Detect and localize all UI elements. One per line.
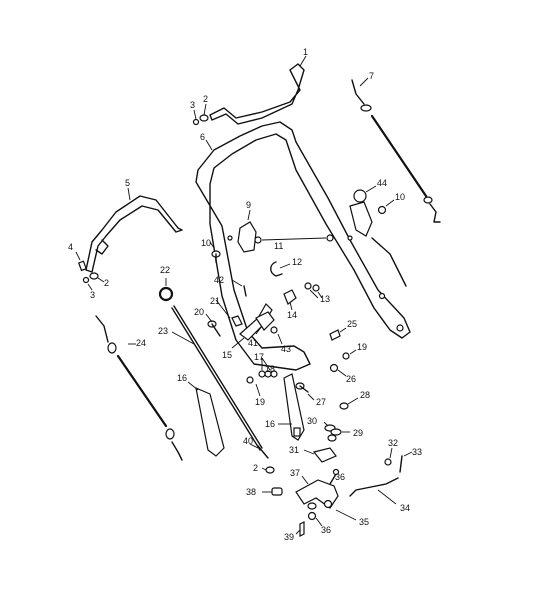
callout-36-bottom: 36 (321, 525, 331, 535)
callout-10-left: 10 (201, 238, 211, 248)
callout-16-left: 16 (177, 373, 187, 383)
callout-3-left: 3 (90, 290, 95, 300)
callout-16-right: 16 (265, 419, 275, 429)
callout-2-left: 2 (104, 278, 109, 288)
cable-bracket (237, 209, 334, 253)
callout-21: 21 (210, 296, 220, 306)
control-link-left (187, 381, 225, 457)
bolt-40 (249, 443, 275, 474)
callout-31: 31 (289, 445, 299, 455)
callout-38: 38 (246, 487, 256, 497)
callout-26: 26 (346, 374, 356, 384)
callout-33: 33 (412, 447, 422, 457)
callout-28: 28 (360, 390, 370, 400)
callout-7: 7 (369, 71, 374, 81)
callout-19-right: 19 (357, 342, 367, 352)
bracket-31 (303, 447, 337, 463)
callout-44: 44 (377, 178, 387, 188)
top-fasteners (192, 103, 209, 126)
throttle-cable (351, 77, 441, 223)
control-rod-23 (171, 305, 263, 451)
left-fasteners (75, 251, 105, 291)
callout-15: 15 (222, 350, 232, 360)
callout-22: 22 (160, 265, 170, 275)
main-handle-frame (195, 121, 411, 371)
drive-cable-24 (95, 315, 183, 461)
callout-2-bottom: 2 (253, 463, 258, 473)
callout-12: 12 (292, 257, 302, 267)
callout-1: 1 (303, 47, 308, 57)
knob-assembly (283, 282, 323, 311)
callout-29: 29 (353, 428, 363, 438)
callout-43: 43 (281, 344, 291, 354)
callout-9: 9 (246, 200, 251, 210)
callout-30: 30 (307, 416, 317, 426)
callout-10-right: 10 (395, 192, 405, 202)
upper-handle-bar (209, 55, 307, 125)
callout-36-top: 36 (335, 472, 345, 482)
throttle-control (349, 185, 407, 287)
bolt-27 (295, 382, 315, 401)
callout-2: 2 (203, 94, 208, 104)
callout-3: 3 (190, 100, 195, 110)
control-lever-assembly (205, 279, 283, 349)
callout-27: 27 (316, 397, 326, 407)
ring-22 (158, 278, 174, 302)
callout-39: 39 (284, 532, 294, 542)
callout-20: 20 (194, 307, 204, 317)
callout-17: 17 (254, 352, 264, 362)
callout-18: 18 (265, 364, 275, 374)
callout-6: 6 (200, 132, 205, 142)
bolt-10-left (209, 241, 221, 263)
callout-19-left: 19 (255, 397, 265, 407)
callout-40: 40 (243, 436, 253, 446)
control-link-right (278, 373, 305, 441)
bolt-cluster-17 (246, 357, 278, 397)
callout-24: 24 (136, 338, 146, 348)
washer-stack (323, 397, 359, 442)
callout-42: 42 (214, 275, 224, 285)
shift-rod-assembly (349, 447, 413, 505)
callout-5: 5 (125, 178, 130, 188)
lower-handle-bar (85, 187, 183, 273)
callout-14: 14 (287, 310, 297, 320)
callout-37: 37 (290, 468, 300, 478)
wire-clip (270, 261, 291, 277)
lower-bracket-35 (295, 468, 357, 521)
callout-4: 4 (68, 242, 73, 252)
callout-41: 41 (248, 338, 258, 348)
callout-23: 23 (158, 326, 168, 336)
callout-35: 35 (359, 517, 369, 527)
callout-13: 13 (320, 294, 330, 304)
callout-34: 34 (400, 503, 410, 513)
right-fasteners (329, 327, 357, 377)
callout-11: 11 (274, 241, 283, 251)
callout-32: 32 (388, 438, 398, 448)
lower-fasteners (295, 502, 323, 537)
bushing-38 (262, 487, 283, 496)
callout-25: 25 (347, 319, 357, 329)
